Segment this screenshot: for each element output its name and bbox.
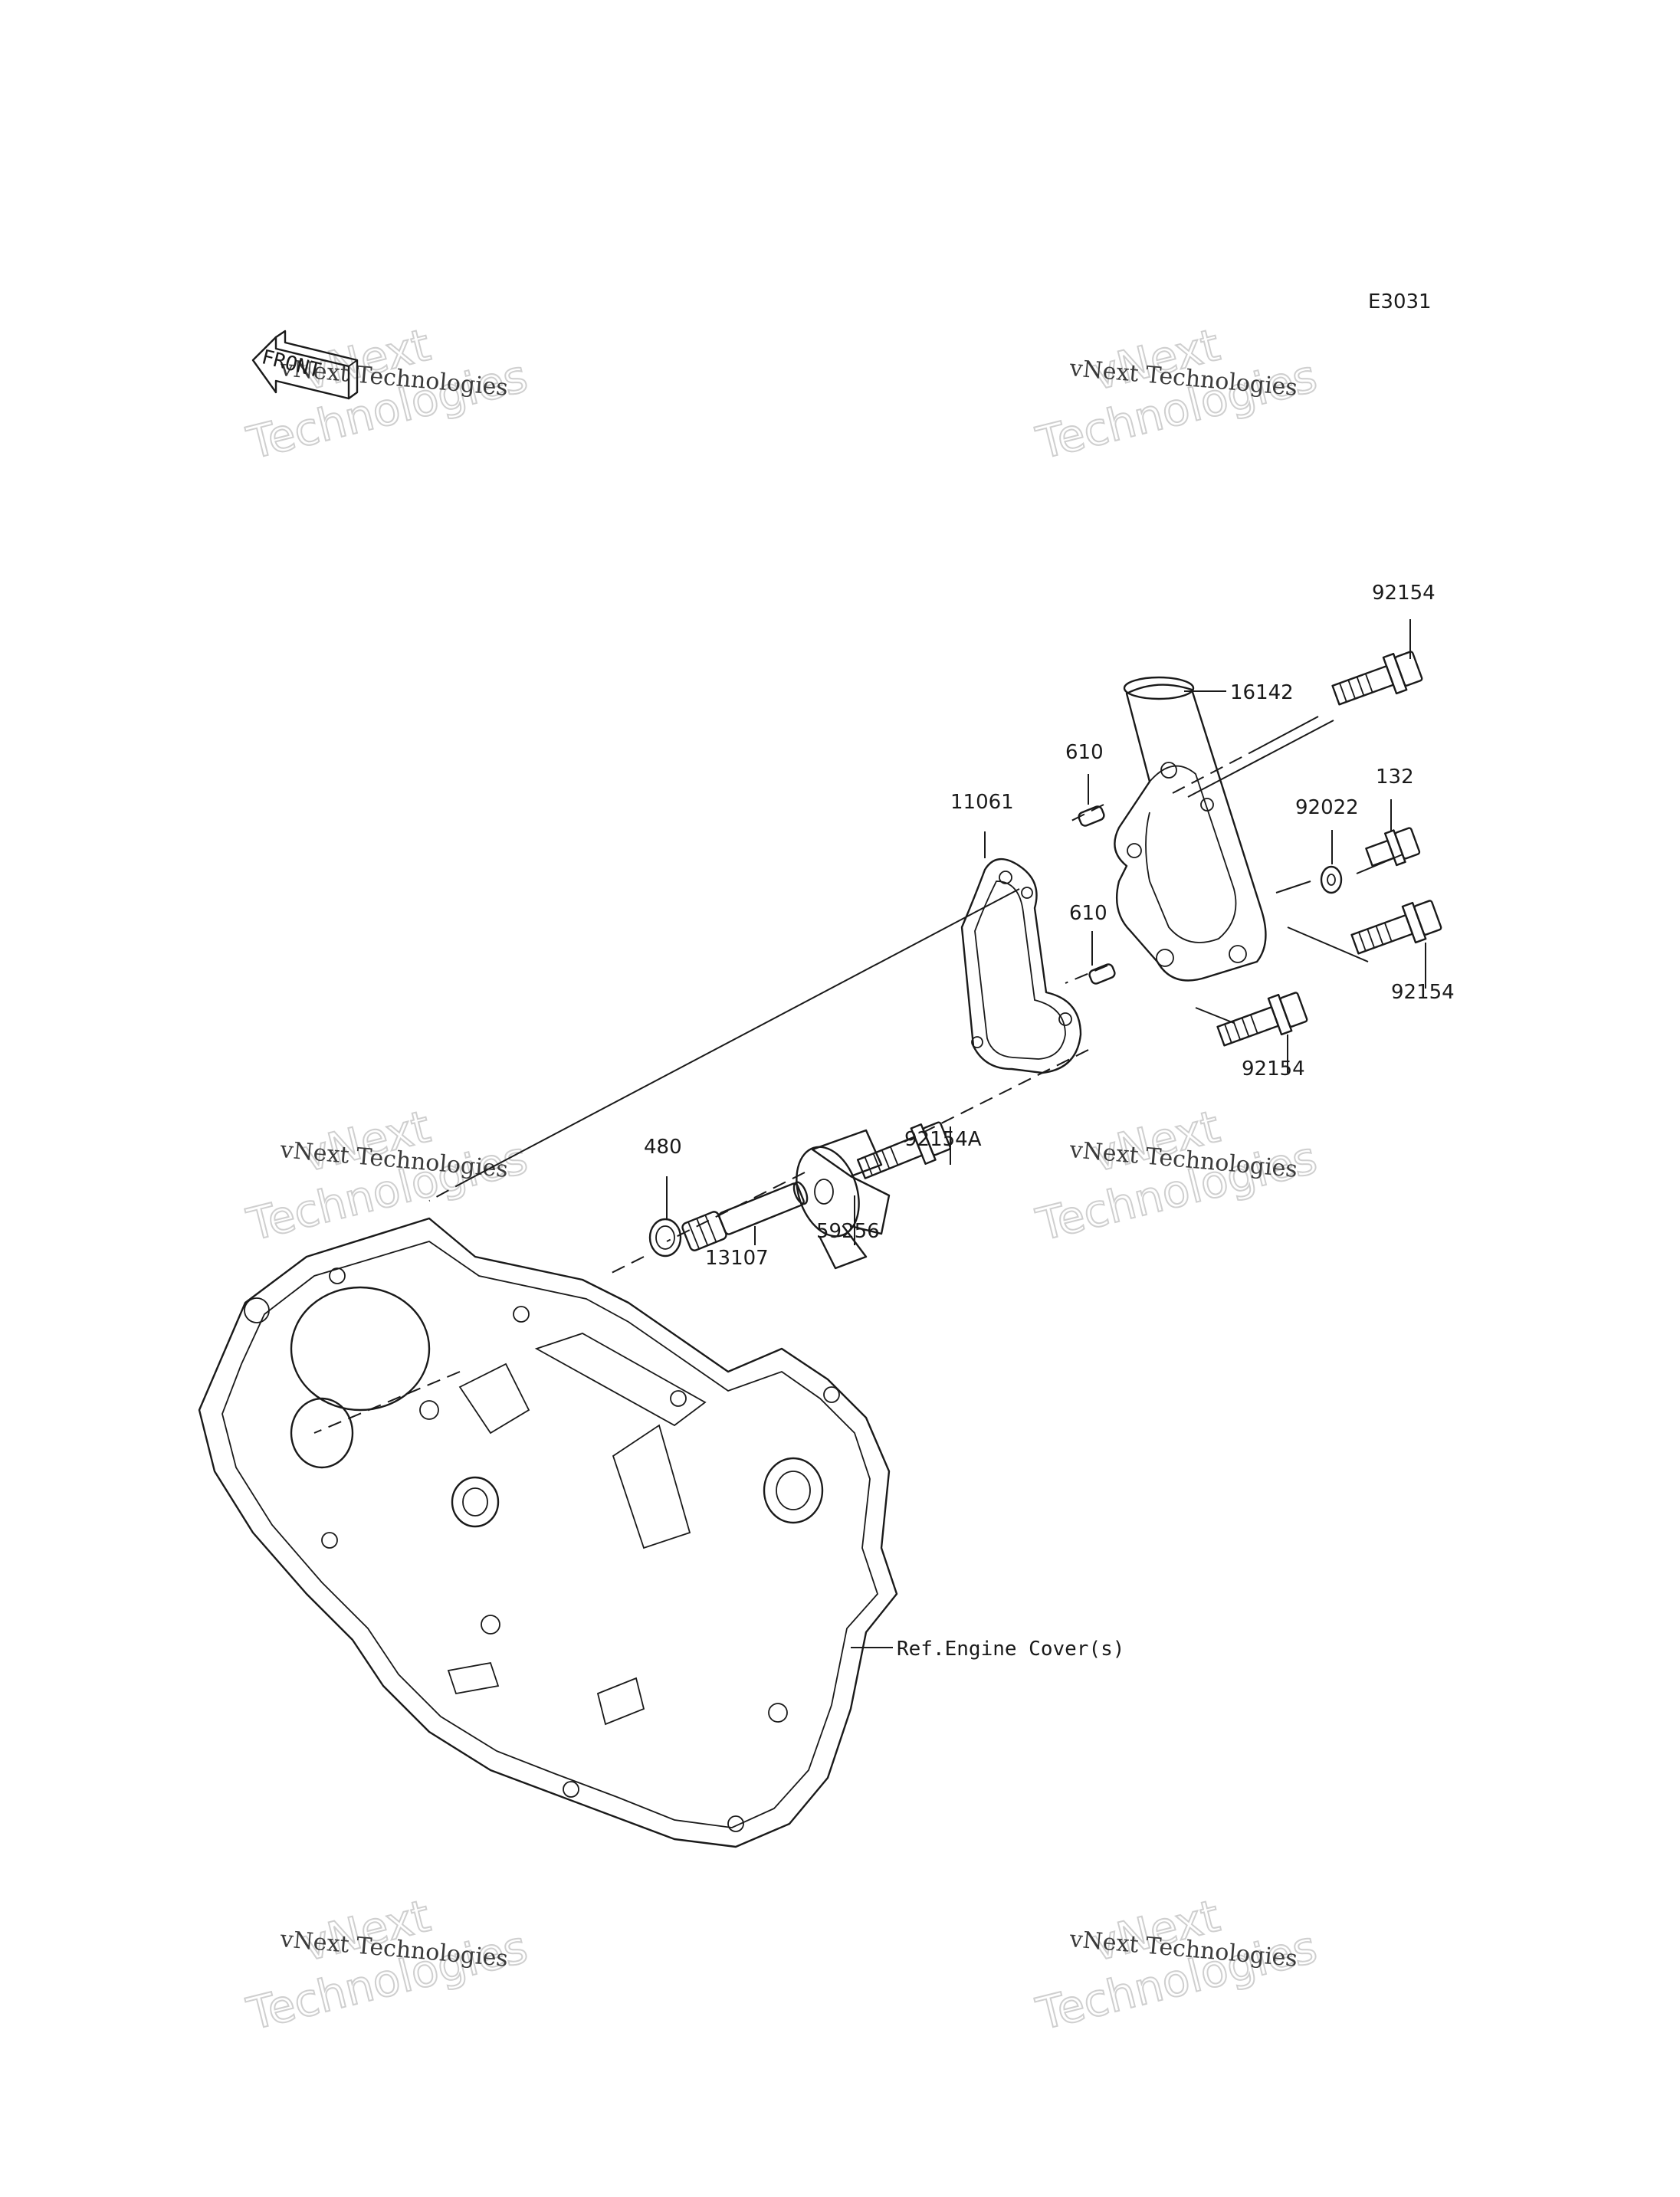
axis-line xyxy=(1195,1007,1235,1024)
leader-lines xyxy=(666,619,1426,1648)
axis-line xyxy=(428,1179,468,1202)
part-label: 11061 xyxy=(950,791,1014,814)
bolt-132 xyxy=(1365,827,1421,867)
seal-480 xyxy=(648,1218,682,1258)
axis-line xyxy=(1065,965,1108,984)
bolt-92154-top xyxy=(1331,651,1423,706)
axis-line xyxy=(1287,926,1369,962)
part-label: 16142 xyxy=(1230,681,1294,704)
part-label: 610 xyxy=(1065,741,1104,764)
seal-480-inner xyxy=(655,1225,675,1250)
diagram-code: E3031 xyxy=(1368,290,1432,313)
bolt-92154A xyxy=(856,1121,951,1179)
part-label: 92022 xyxy=(1295,796,1359,819)
assembly-axes xyxy=(313,716,1403,1434)
axis-line xyxy=(467,888,1020,1181)
part-label: 480 xyxy=(644,1136,682,1159)
gasket-11061 xyxy=(960,858,1082,1074)
part-label: 610 xyxy=(1069,902,1107,925)
part-label: 92154 xyxy=(1242,1058,1305,1080)
shaft-13107 xyxy=(681,1181,809,1251)
washer-92022 xyxy=(1320,865,1343,894)
axis-line xyxy=(313,1371,461,1434)
part-label: 132 xyxy=(1376,766,1414,789)
engine-cover xyxy=(198,1217,898,1848)
axis-line xyxy=(605,1256,645,1277)
impeller-59256 xyxy=(796,1129,891,1270)
axis-line xyxy=(1187,720,1334,798)
washer-92022-hole xyxy=(1327,874,1336,886)
watermarks: vNext Technologies vNext Technologies vN… xyxy=(241,318,1323,2041)
axis-line xyxy=(1065,804,1104,825)
part-labels: 92154 16142 610 132 92022 11061 610 9215… xyxy=(644,582,1455,1661)
axis-line xyxy=(1260,716,1319,748)
axis-line xyxy=(904,1049,1089,1143)
dowel-pin-610-top xyxy=(1078,805,1105,827)
dowel-pin-610-bottom xyxy=(1088,963,1116,985)
part-label: 92154 xyxy=(1391,981,1455,1004)
bolt-92154-bottom xyxy=(1216,992,1308,1047)
part-label: 92154A xyxy=(904,1128,982,1151)
part-label: 92154 xyxy=(1372,582,1436,605)
part-label: 59256 xyxy=(816,1220,880,1243)
part-label: 13107 xyxy=(705,1247,769,1270)
reference-label: Ref.Engine Cover(s) xyxy=(897,1638,1124,1661)
pump-cover-16142 xyxy=(1114,676,1267,982)
bolt-92154-right xyxy=(1350,900,1442,955)
axis-line xyxy=(1275,880,1311,894)
